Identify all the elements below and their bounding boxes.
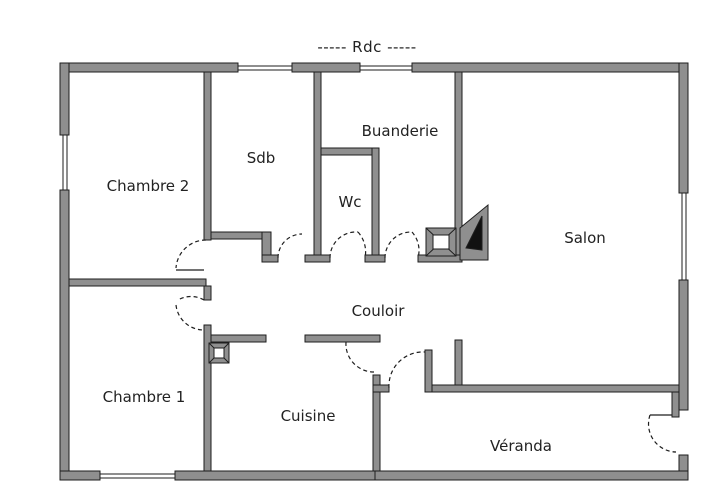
exterior-walls <box>59 62 689 481</box>
fireplace <box>425 203 489 261</box>
room-label-sdb: Sdb <box>247 149 276 167</box>
room-label-chambre-2: Chambre 2 <box>107 177 190 195</box>
room-label-couloir: Couloir <box>352 302 406 320</box>
door-swings <box>175 231 677 453</box>
ventilation-duct-kitchen <box>208 342 230 364</box>
room-label-veranda: Véranda <box>490 437 552 455</box>
room-label-salon: Salon <box>564 229 606 247</box>
interior-walls <box>68 71 680 472</box>
windows <box>62 65 687 479</box>
plan-title: ----- Rdc ----- <box>317 38 416 56</box>
room-label-chambre-1: Chambre 1 <box>103 388 186 406</box>
room-label-buanderie: Buanderie <box>362 122 439 140</box>
room-label-wc: Wc <box>338 193 361 211</box>
room-label-cuisine: Cuisine <box>281 407 336 425</box>
